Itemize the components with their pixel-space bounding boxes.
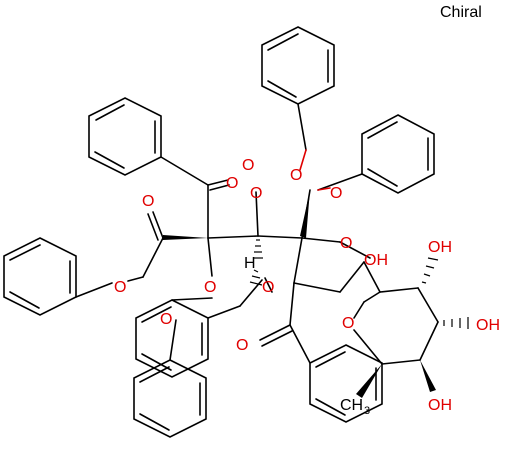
- oxygen-atom-12: O: [342, 315, 354, 332]
- methyl-label: CH: [340, 397, 363, 414]
- methyl-subscript: 3: [364, 405, 370, 417]
- oxygen-atom-4: O: [250, 185, 262, 202]
- chiral-label: Chiral: [440, 4, 482, 21]
- hydroxyl-2: OH: [428, 239, 452, 256]
- oxygen-atom-8: O: [114, 279, 126, 296]
- oxygen-atom-5: O: [330, 185, 342, 202]
- hydroxyl-1: OH: [364, 252, 388, 269]
- phenyl-ring-c: [361, 114, 435, 194]
- hydroxyl-3: OH: [476, 317, 500, 334]
- oxygen-atom-10: O: [262, 279, 274, 296]
- pyranose-ring: [353, 261, 439, 365]
- hydroxyl-4: OH: [428, 397, 452, 414]
- oxygen-atom-7: O: [340, 235, 352, 252]
- oxygen-atom-3: O: [226, 175, 238, 192]
- oxygen-atom-11: O: [160, 311, 172, 328]
- oxygen-atom-9: O: [204, 279, 216, 296]
- phenyl-ring-a: [261, 26, 335, 105]
- phenyl-ring-d: [3, 237, 77, 316]
- methyl-group: CH 3: [340, 397, 370, 417]
- oxygen-atom-6: O: [142, 193, 154, 210]
- hydrogen-atom: H: [244, 255, 256, 272]
- hashed-wedge-2: [249, 269, 263, 286]
- hashed-wedge-oh1: [421, 257, 439, 284]
- oxygen-atom-13: O: [236, 337, 248, 354]
- phenyl-ring-b: [88, 97, 162, 176]
- phenyl-ring-f: [133, 359, 207, 438]
- oxygen-atom-1: O: [242, 157, 254, 174]
- hashed-wedge-oh2: [443, 317, 469, 329]
- oxygen-atom-2: O: [290, 167, 302, 184]
- hashed-wedge-1: [253, 239, 263, 259]
